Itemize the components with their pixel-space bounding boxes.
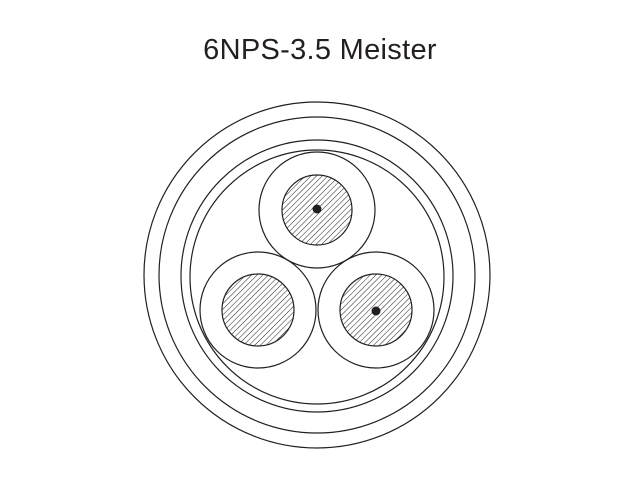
outer-sheath	[143, 101, 491, 449]
conductor-top	[258, 151, 376, 269]
diagram-title: 6NPS-3.5 Meister	[203, 34, 437, 66]
center-dot	[371, 306, 381, 316]
conductor-right	[317, 251, 435, 369]
sheath-inner-edge	[158, 116, 476, 434]
center-dot	[312, 204, 322, 214]
binder-tape	[189, 149, 445, 405]
shield-layer	[180, 139, 454, 413]
conductor-core	[221, 273, 295, 347]
conductor-left	[199, 251, 317, 369]
